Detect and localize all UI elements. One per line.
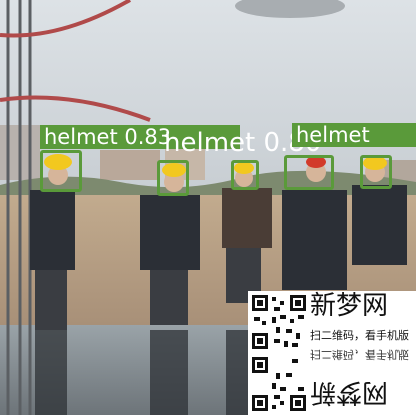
bounding-box [284,155,334,190]
bounding-box [231,160,259,190]
watermark-block: 新梦网 扫二维码，看手机版 扫二维码，看手机版 网梦新 [248,291,416,415]
bounding-box [40,150,82,192]
watermark-brand-reflection: 网梦新 [310,377,389,407]
watermark-brand: 新梦网 [310,291,389,321]
bounding-box [157,160,189,196]
bounding-box [360,155,392,189]
qr-code-icon [250,293,308,351]
detection-label: helmet 0.83 [40,125,240,149]
detection-label: helmet [292,123,416,147]
watermark-caption: 扫二维码，看手机版 [310,329,409,342]
watermark-caption-reflection: 扫二维码，看手机版 [310,348,409,361]
qr-code-reflection-icon [250,355,308,413]
